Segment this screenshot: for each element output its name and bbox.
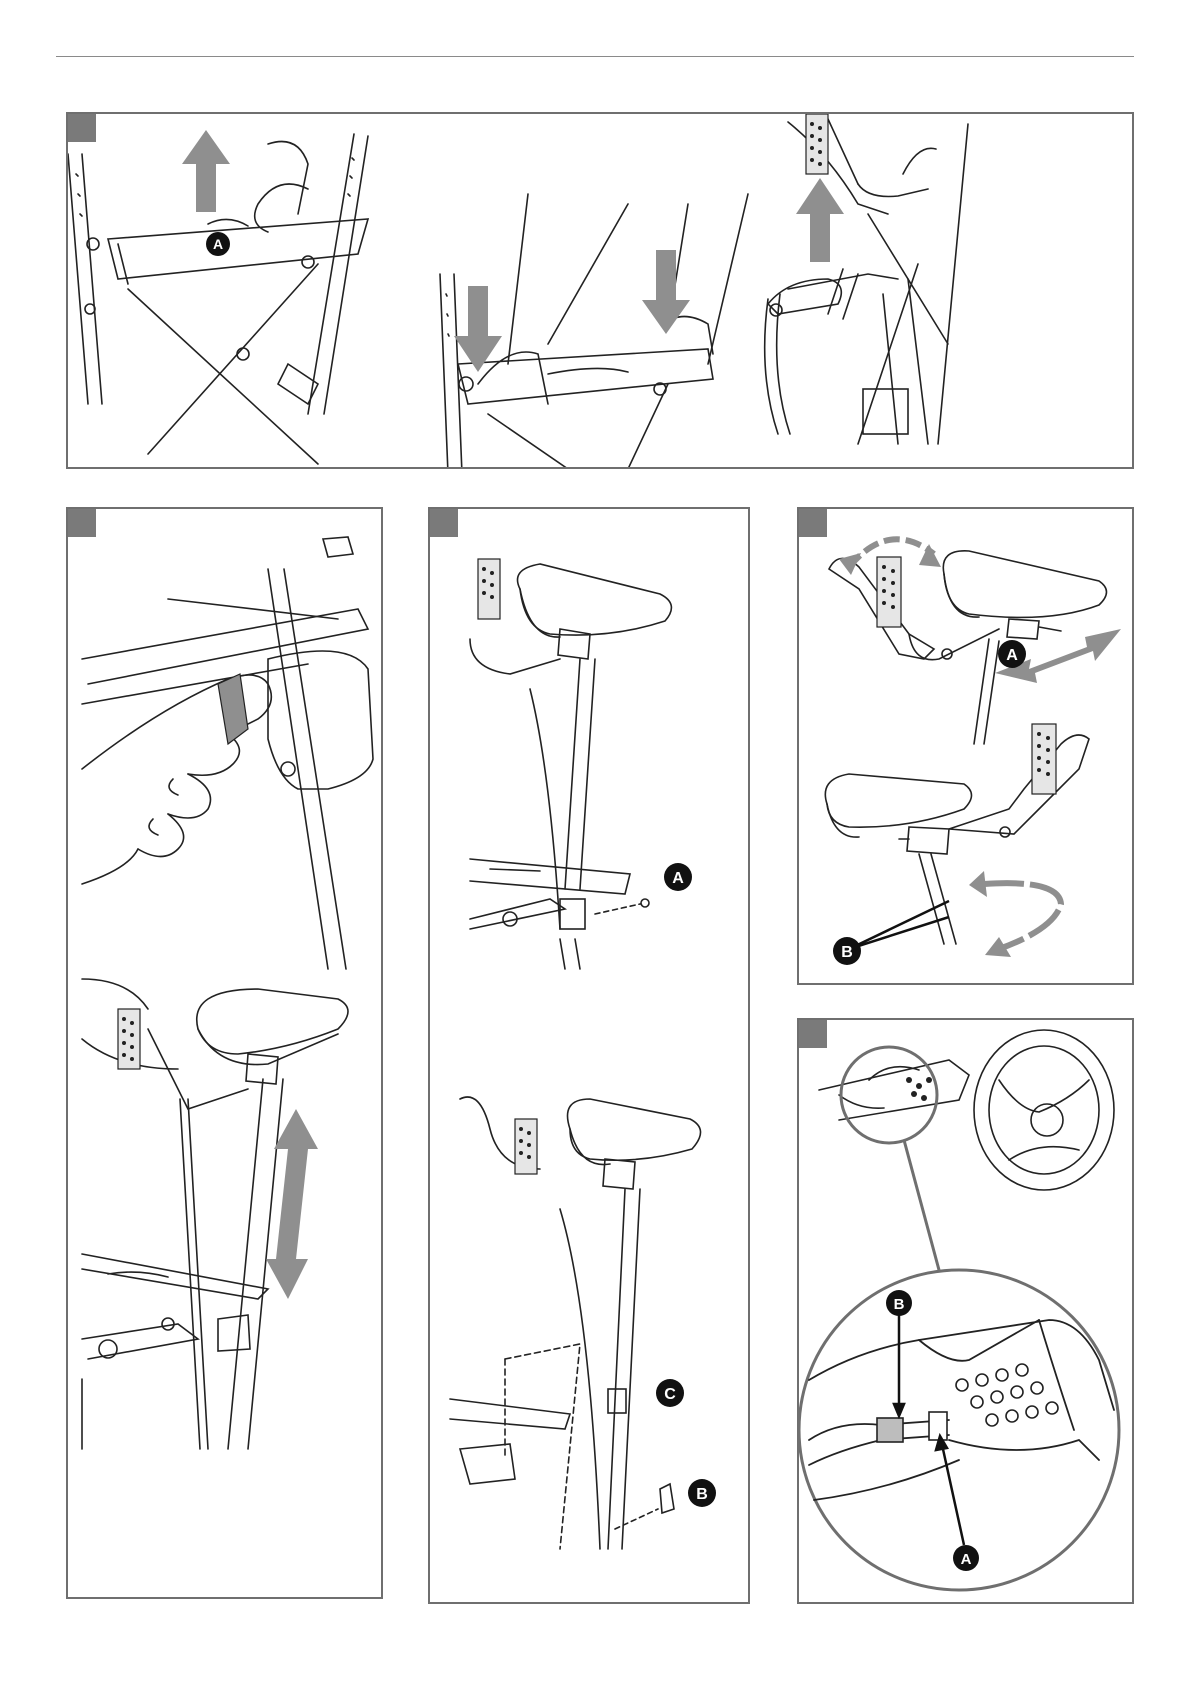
callout-A: A (953, 1545, 979, 1571)
down-arrow-2 (642, 250, 690, 334)
curved-arrow-2 (984, 883, 1061, 949)
up-arrow-2 (796, 178, 844, 262)
panel-5: B A (797, 1018, 1134, 1604)
up-arrow-1 (182, 130, 230, 212)
panel-3: A C B (428, 507, 750, 1604)
svg-text:A: A (1006, 647, 1018, 664)
svg-text:A: A (213, 236, 223, 252)
detail-circle-small (841, 1047, 937, 1143)
panel-3-illustration: A C B (430, 509, 750, 1604)
panel-1-illustration: A (68, 114, 1134, 469)
lever-highlight (218, 674, 248, 744)
svg-text:B: B (894, 1296, 905, 1313)
svg-text:A: A (672, 870, 684, 887)
panel-5-illustration: B A (799, 1020, 1134, 1604)
svg-text:B: B (841, 944, 853, 961)
panel-2-illustration (68, 509, 383, 1599)
panel-1: A (66, 112, 1134, 469)
double-arrow (266, 1109, 318, 1299)
callout-B: B (688, 1479, 716, 1507)
panel-2-arrows (266, 1109, 318, 1299)
svg-text:B: B (696, 1486, 708, 1503)
detail-circle-large (799, 1270, 1119, 1590)
callout-B: B (886, 1290, 912, 1316)
callout-A: A (998, 640, 1026, 668)
callout-C: C (656, 1379, 684, 1407)
callout-A: A (664, 863, 692, 891)
callout-B: B (833, 937, 861, 965)
svg-text:A: A (961, 1551, 972, 1568)
callout-A: A (206, 232, 230, 256)
panel-4-illustration: A B (799, 509, 1134, 985)
down-arrow-1 (454, 286, 502, 372)
svg-text:C: C (664, 1386, 676, 1403)
leader-line (904, 1140, 939, 1270)
panel-4: A B (797, 507, 1134, 985)
header-rule (56, 56, 1134, 57)
panel-2 (66, 507, 383, 1599)
panel-1-arrows (182, 130, 844, 372)
